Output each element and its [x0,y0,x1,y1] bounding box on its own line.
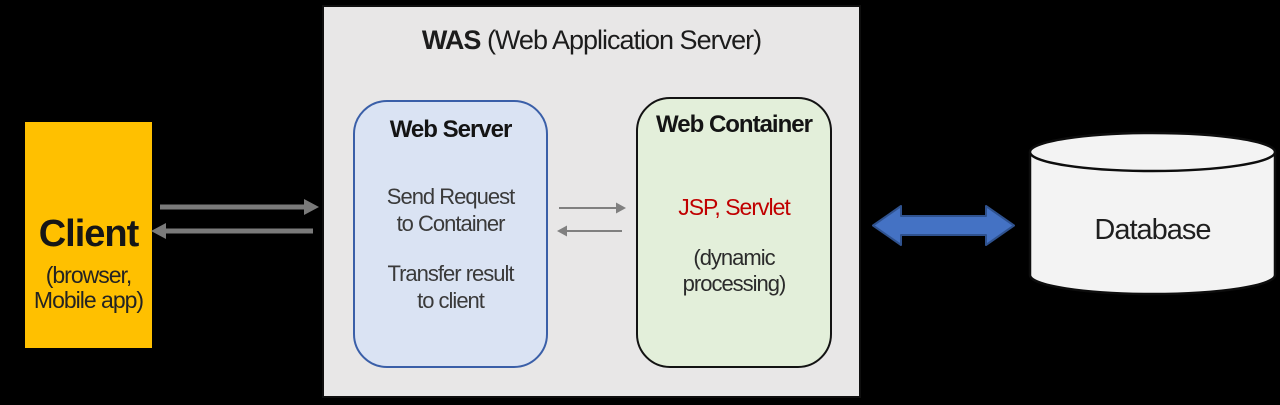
client-subtitle-line1: (browser, [45,262,133,288]
web-server-title: Web Server [389,116,513,143]
client-box: Client (browser, Mobile app) [25,122,152,348]
web-container-box: Web Container JSP, Servlet (dynamic proc… [636,97,832,368]
web-server-text-line: Send Request [386,184,515,209]
was-to-database-double-headed-arrow-icon [872,205,1015,246]
client-subtitle-line2: Mobile app) [33,287,144,313]
database-label: Database [1094,214,1211,246]
was-to-client-left-arrow-icon [151,223,313,239]
web-server-box: Web Server Send Request to Container Tra… [353,100,548,368]
web-container-title: Web Container [656,111,813,138]
was-title-acronym: WAS [421,25,482,55]
web-server-text-line: to Container [396,211,506,236]
client-to-was-right-arrow-icon [160,199,319,215]
was-title: WAS (Web Application Server) [322,24,861,56]
web-container-note-line: (dynamic [693,245,775,270]
client-title: Client [38,213,140,255]
web-server-text-line: Transfer result [387,261,514,286]
web-container-note-line: processing) [682,271,787,296]
was-title-expansion: (Web Application Server) [480,25,762,55]
web-server-text-line: to client [417,288,485,313]
web-container-tech-label: JSP, Servlet [678,194,791,220]
